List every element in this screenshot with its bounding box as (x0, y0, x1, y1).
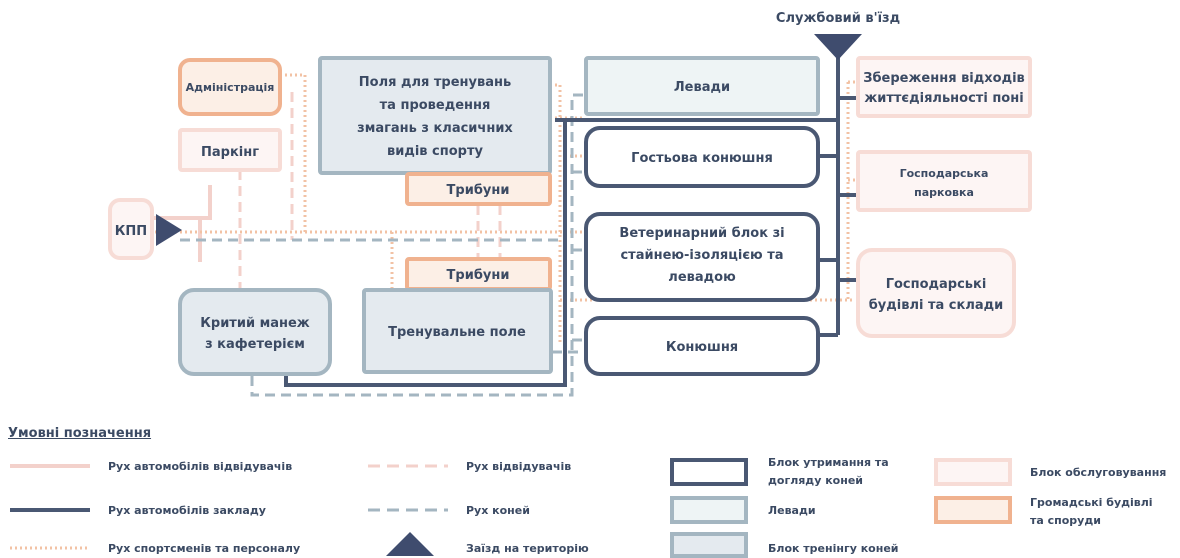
legend-service-swatch (934, 458, 1012, 486)
legend-title: Умовні позначення (8, 426, 152, 441)
legend-facility-cars-label: Рух автомобілів закладу (108, 504, 266, 517)
legend-training-label: Блок тренінгу коней (768, 542, 899, 555)
block-vet: Ветеринарний блок зі стайнею-ізоляцією т… (584, 212, 820, 302)
checkpoint-label: КПП (115, 224, 147, 239)
block-stands-top: Трибуни (405, 172, 552, 206)
stands-bottom-label: Трибуни (447, 268, 510, 283)
block-paddocks: Левади (584, 56, 820, 116)
staff-route (280, 73, 307, 232)
administration-label: Адміністрація (186, 81, 275, 94)
legend-staff-label: Рух спортсменів та персоналу (108, 542, 300, 555)
legend: Рух автомобілів відвідувачів Рух автомоб… (10, 456, 1166, 558)
legend-service-label: Блок обслуговування (1030, 466, 1166, 479)
legend-horses-label: Рух коней (466, 504, 530, 517)
legend-public-swatch (934, 496, 1012, 524)
legend-training-swatch (670, 532, 748, 558)
waste-storage-line-1: Збереження відходів (863, 71, 1025, 86)
paddocks-label: Левади (674, 80, 730, 95)
horse-route (250, 93, 585, 397)
fields-line-1: Поля для тренувань (359, 75, 511, 90)
legend-paddocks-swatch (670, 496, 748, 524)
legend-visitor-cars-label: Рух автомобілів відвідувачів (108, 460, 292, 473)
legend-horse-keeping-line-1: Блок утримання та (768, 456, 889, 469)
utility-parking-line-1: Господарська (900, 167, 989, 180)
stable-label: Конюшня (666, 340, 738, 355)
block-utility-buildings: Господарські будівлі та склади (856, 248, 1016, 338)
vet-line-1: Ветеринарний блок зі (619, 226, 784, 241)
legend-entrance-triangle (386, 532, 434, 556)
guest-stable-label: Гостьова конюшня (631, 151, 773, 166)
block-waste-storage: Збереження відходів життєдіяльності поні (856, 56, 1032, 118)
waste-storage-line-2: життєдіяльності поні (864, 91, 1023, 106)
vet-line-3: левадою (668, 270, 736, 285)
block-parking: Паркінг (178, 128, 282, 172)
fields-line-2: та проведення (380, 98, 491, 113)
training-field-label: Тренувальне поле (388, 325, 526, 340)
utility-parking-line-2: парковка (914, 186, 974, 199)
legend-paddocks-label: Левади (768, 504, 816, 517)
service-entry-label: Службовий в'їзд (776, 11, 900, 26)
vet-line-2: стайнею-ізоляцією та (620, 248, 783, 263)
legend-horse-keeping-line-2: догляду коней (768, 474, 863, 487)
legend-entrance-label: Заїзд на територію (466, 542, 589, 555)
block-administration: Адміністрація (178, 58, 282, 116)
service-entry-triangle (814, 34, 862, 60)
block-fields: Поля для тренувань та проведення змагань… (318, 56, 552, 175)
covered-arena-line-2: з кафетерієм (205, 337, 305, 352)
checkpoint-entry-triangle (156, 214, 182, 246)
block-guest-stable: Гостьова конюшня (584, 126, 820, 188)
covered-arena-line-1: Критий манеж (200, 316, 310, 331)
utility-buildings-line-1: Господарські (886, 277, 987, 292)
block-stable: Конюшня (584, 316, 820, 376)
legend-horse-keeping-swatch (670, 458, 748, 486)
fields-line-4: видів спорту (387, 144, 484, 159)
stands-top-label: Трибуни (447, 183, 510, 198)
parking-label: Паркінг (201, 145, 259, 160)
legend-visitors-label: Рух відвідувачів (466, 460, 571, 473)
block-covered-arena: Критий манеж з кафетерієм (178, 288, 332, 376)
block-utility-parking: Господарська парковка (856, 150, 1032, 212)
legend-public-line-1: Громадські будівлі (1030, 496, 1153, 509)
staff-route (555, 83, 562, 345)
utility-buildings-line-2: будівлі та склади (869, 298, 1004, 313)
block-checkpoint: КПП (108, 198, 154, 260)
legend-public-line-2: та споруди (1030, 514, 1101, 527)
fields-line-3: змагань з класичних (357, 121, 513, 136)
flow-lines (150, 58, 858, 397)
block-stands-bottom: Трибуни (405, 257, 552, 291)
visitor-car-route (150, 185, 212, 220)
facility-car-route (284, 120, 567, 387)
block-training-field: Тренувальне поле (362, 288, 553, 374)
